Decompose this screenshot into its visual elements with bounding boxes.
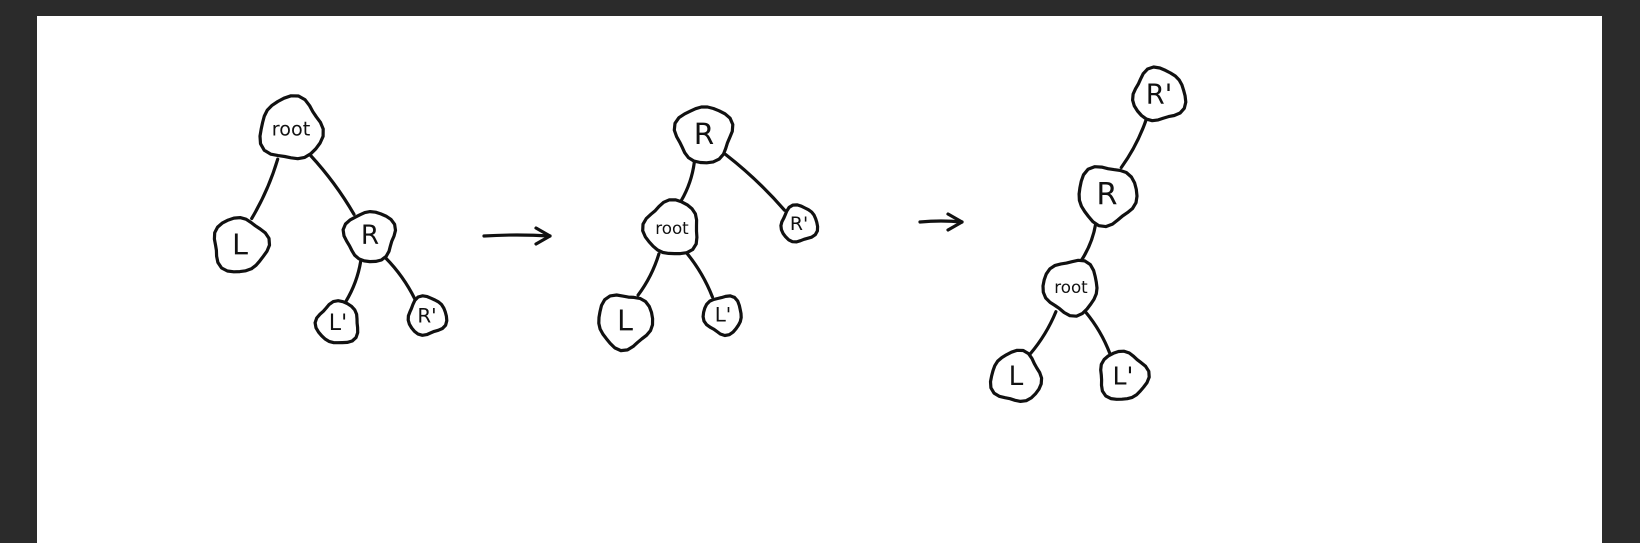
node-circle: [258, 94, 325, 161]
edge-r-r1: [384, 256, 417, 301]
node-circle: [341, 210, 398, 264]
node-l: L: [988, 348, 1044, 403]
node-circle: [988, 348, 1044, 403]
node-r1: R': [779, 203, 820, 244]
transition-arrow-2: [918, 212, 964, 232]
edge-root-l1: [1084, 310, 1112, 356]
node-label: root: [655, 218, 689, 238]
edge-root-l: [250, 157, 280, 221]
edge-root-l: [636, 252, 661, 297]
edge-r1-r: [1119, 118, 1148, 170]
arrow-head: [534, 226, 552, 246]
transition-arrow-1: [482, 226, 552, 246]
node-circle: [641, 198, 699, 256]
node-circle: [672, 105, 735, 165]
node-label: R: [1096, 178, 1117, 213]
node-circle: [212, 216, 272, 274]
node-l1: L': [701, 294, 743, 338]
node-label: root: [272, 118, 311, 141]
node-r: R: [672, 105, 735, 165]
node-root: root: [258, 94, 325, 161]
edge-root-r: [309, 153, 356, 216]
node-label: R': [790, 213, 808, 235]
node-label: R: [694, 117, 714, 151]
edge-r-l1: [344, 259, 363, 303]
node-label: R: [361, 221, 379, 251]
arrow-shaft: [482, 233, 552, 238]
node-circle: [597, 293, 655, 353]
node-label: L': [329, 310, 347, 336]
node-label: L: [1009, 362, 1024, 392]
edge-r-r1: [724, 153, 787, 212]
node-circle: [1077, 165, 1139, 229]
node-l1: L': [313, 299, 360, 345]
node-circle: [779, 203, 820, 244]
node-r: R: [341, 210, 398, 264]
node-circle: [406, 294, 449, 337]
node-label: L: [232, 229, 248, 262]
node-circle: [1099, 349, 1151, 401]
node-label: L': [715, 304, 732, 327]
node-label: L': [1113, 362, 1134, 391]
node-circle: [701, 294, 743, 338]
edge-root-l1: [685, 251, 714, 299]
node-root: root: [1041, 258, 1099, 318]
node-circle: [313, 299, 360, 345]
node-circle: [1131, 65, 1188, 123]
node-circle: [1041, 258, 1099, 318]
node-r: R: [1077, 165, 1139, 229]
node-r1: R': [406, 294, 449, 337]
edge-r-root: [1080, 222, 1098, 262]
edge-r-root: [679, 160, 696, 203]
node-l1: L': [1099, 349, 1151, 401]
node-label: L: [617, 305, 633, 338]
node-label: R': [417, 305, 436, 328]
node-label: R': [1146, 80, 1172, 111]
node-label: root: [1054, 277, 1088, 297]
node-root: root: [641, 198, 699, 256]
edge-root-l: [1028, 310, 1058, 356]
arrow-shaft: [918, 219, 964, 224]
node-l: L: [597, 293, 655, 353]
node-l: L: [212, 216, 272, 274]
node-r1: R': [1131, 65, 1188, 123]
arrow-head: [946, 212, 964, 232]
